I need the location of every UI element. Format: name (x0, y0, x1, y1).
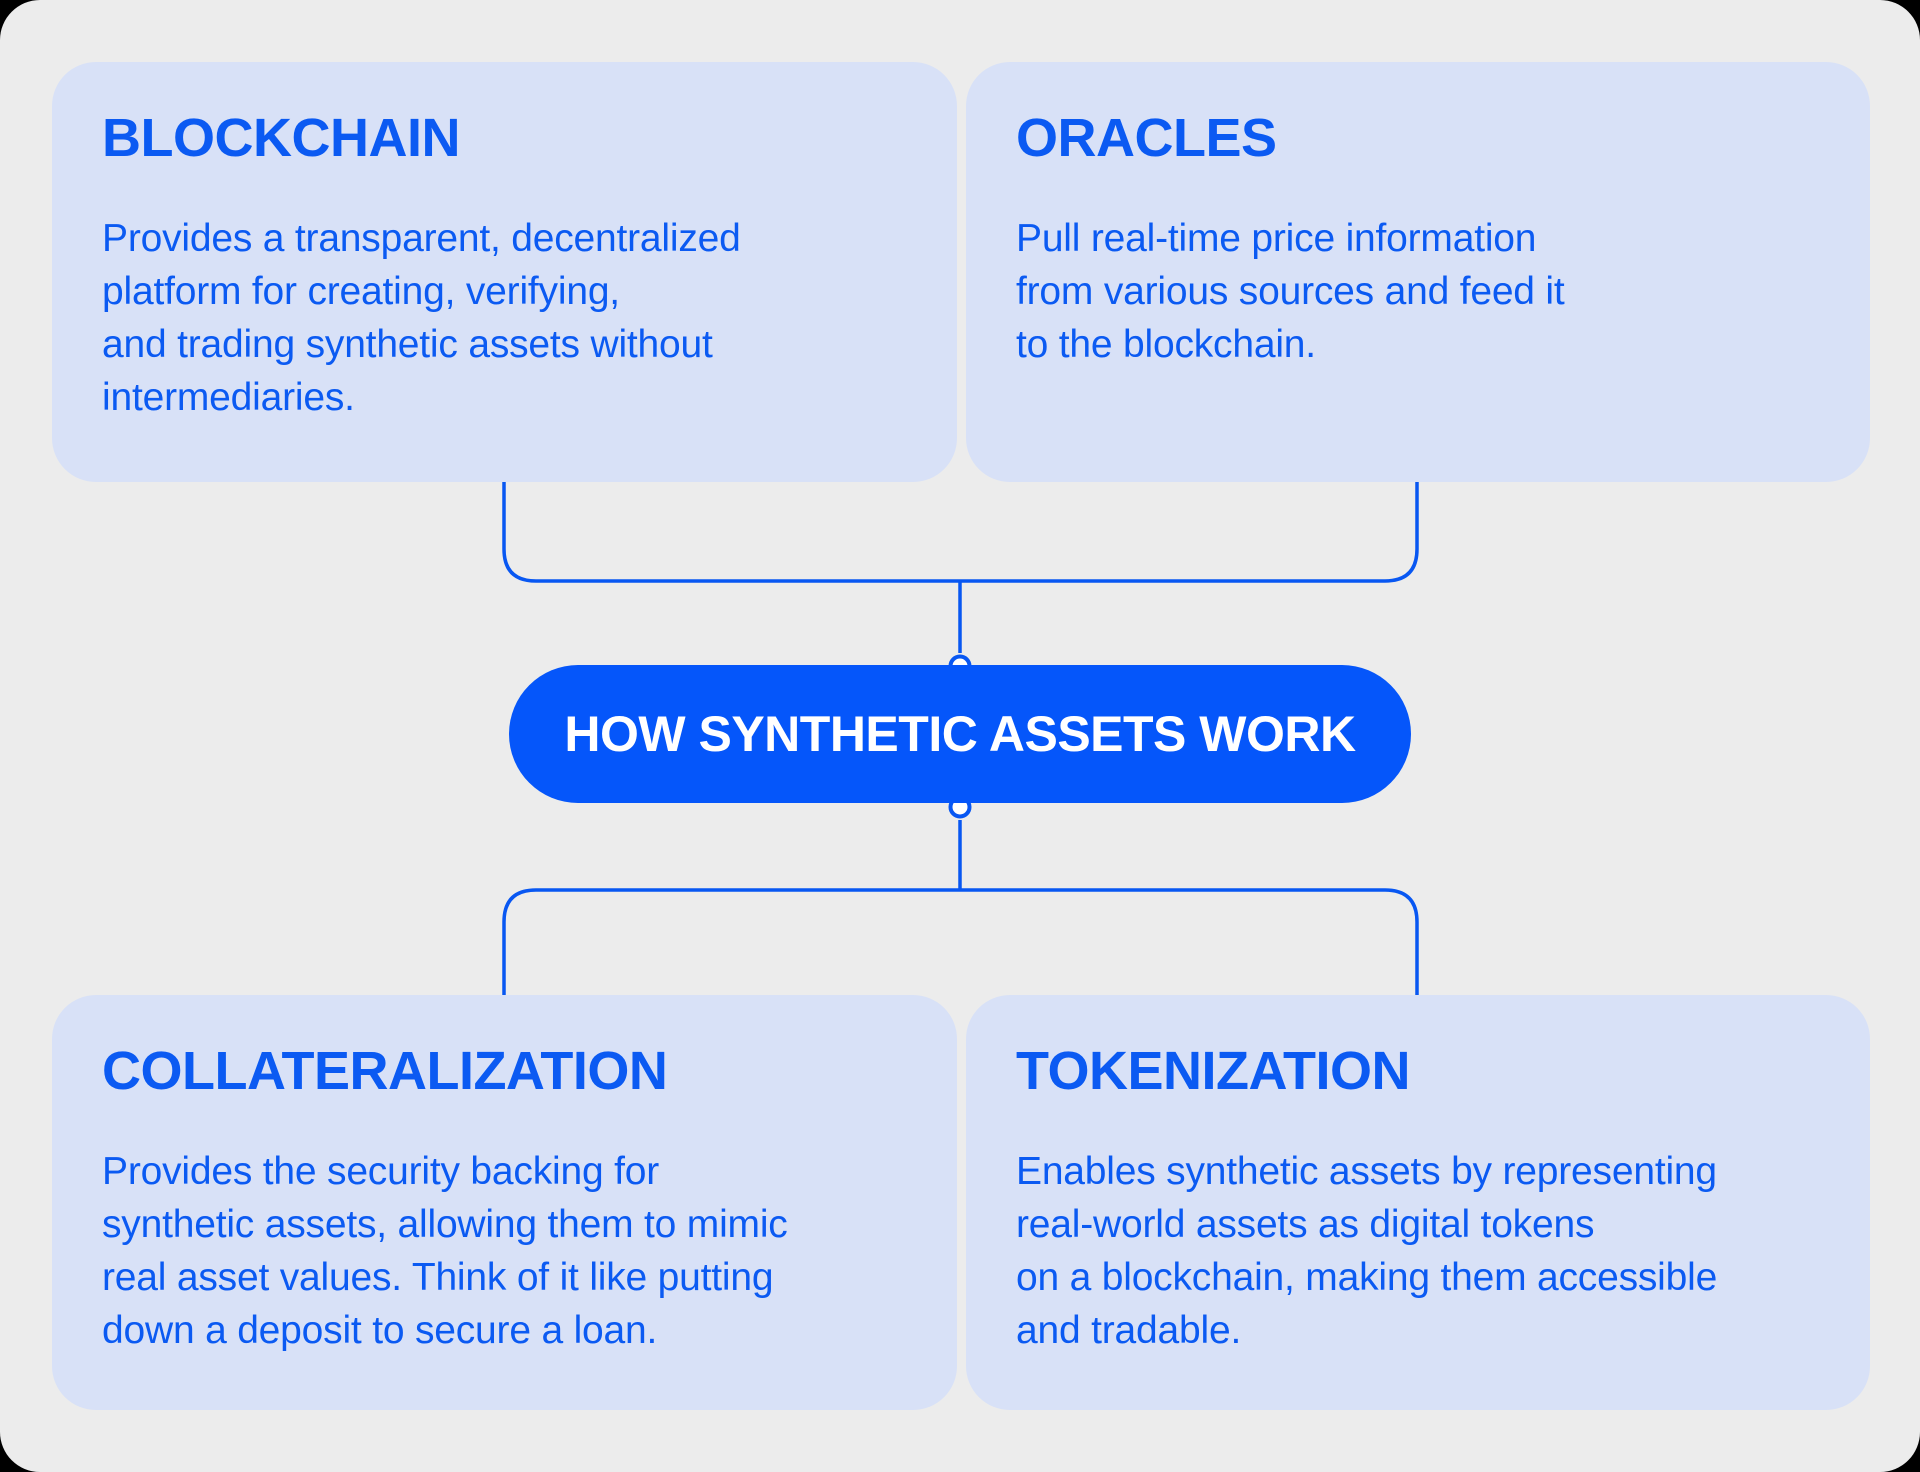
card-tokenization: TOKENIZATION Enables synthetic assets by… (966, 995, 1870, 1410)
card-oracles-body: Pull real-time price information from va… (1016, 217, 1565, 366)
card-blockchain-title: BLOCKCHAIN (102, 108, 460, 168)
top-bracket-line (502, 482, 1419, 583)
card-collateralization-title: COLLATERALIZATION (102, 1041, 668, 1101)
card-tokenization-title: TOKENIZATION (1016, 1041, 1411, 1101)
card-collateralization-body: Provides the security backing for synthe… (102, 1150, 788, 1352)
card-oracles: ORACLES Pull real-time price information… (966, 62, 1870, 482)
center-node-label: HOW SYNTHETIC ASSETS WORK (564, 706, 1356, 762)
card-collateralization: COLLATERALIZATION Provides the security … (52, 995, 957, 1410)
card-blockchain-body: Provides a transparent, decentralized pl… (102, 217, 741, 419)
card-tokenization-body: Enables synthetic assets by representing… (1016, 1150, 1718, 1352)
card-blockchain: BLOCKCHAIN Provides a transparent, decen… (52, 62, 957, 482)
center-node: HOW SYNTHETIC ASSETS WORK (509, 665, 1411, 803)
bottom-bracket-line (502, 888, 1419, 995)
card-oracles-title: ORACLES (1016, 108, 1277, 168)
